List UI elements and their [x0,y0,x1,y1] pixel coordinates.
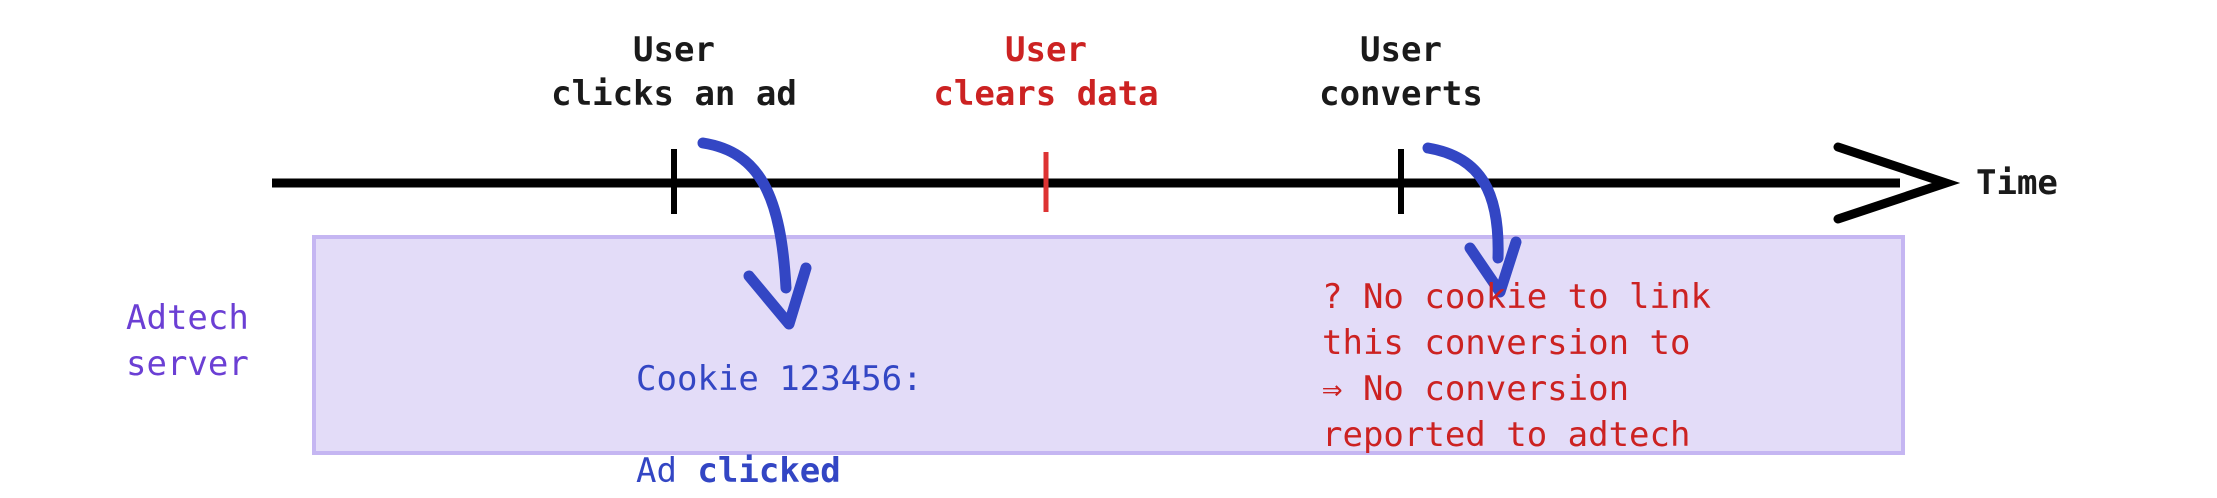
event-label-ad-click: User clicks an ad [551,30,797,114]
connector-click-to-log-icon [697,137,812,330]
event-label-clear-data: User clears data [933,30,1159,114]
note-cookie-log-line2: Ad clicked [636,448,923,494]
note-cookie-log-line2-strong: clicked [697,451,841,491]
note-cookie-log-line2-prefix: Ad [636,451,698,491]
note-cookie-log-line1: Cookie 123456: [636,359,923,399]
note-cookie-log: Cookie 123456: Ad clicked [636,310,923,498]
adtech-server-label: Adtech server [126,298,249,384]
time-axis-label: Time [1976,163,2058,203]
adtech-server-band [312,235,1905,455]
connector-convert-to-note-icon [1422,142,1522,298]
event-label-conversion: User converts [1319,30,1483,114]
note-no-conversion: ? No cookie to link this conversion to ⇒… [1322,277,1711,455]
arrow-right-icon [1833,142,1961,224]
